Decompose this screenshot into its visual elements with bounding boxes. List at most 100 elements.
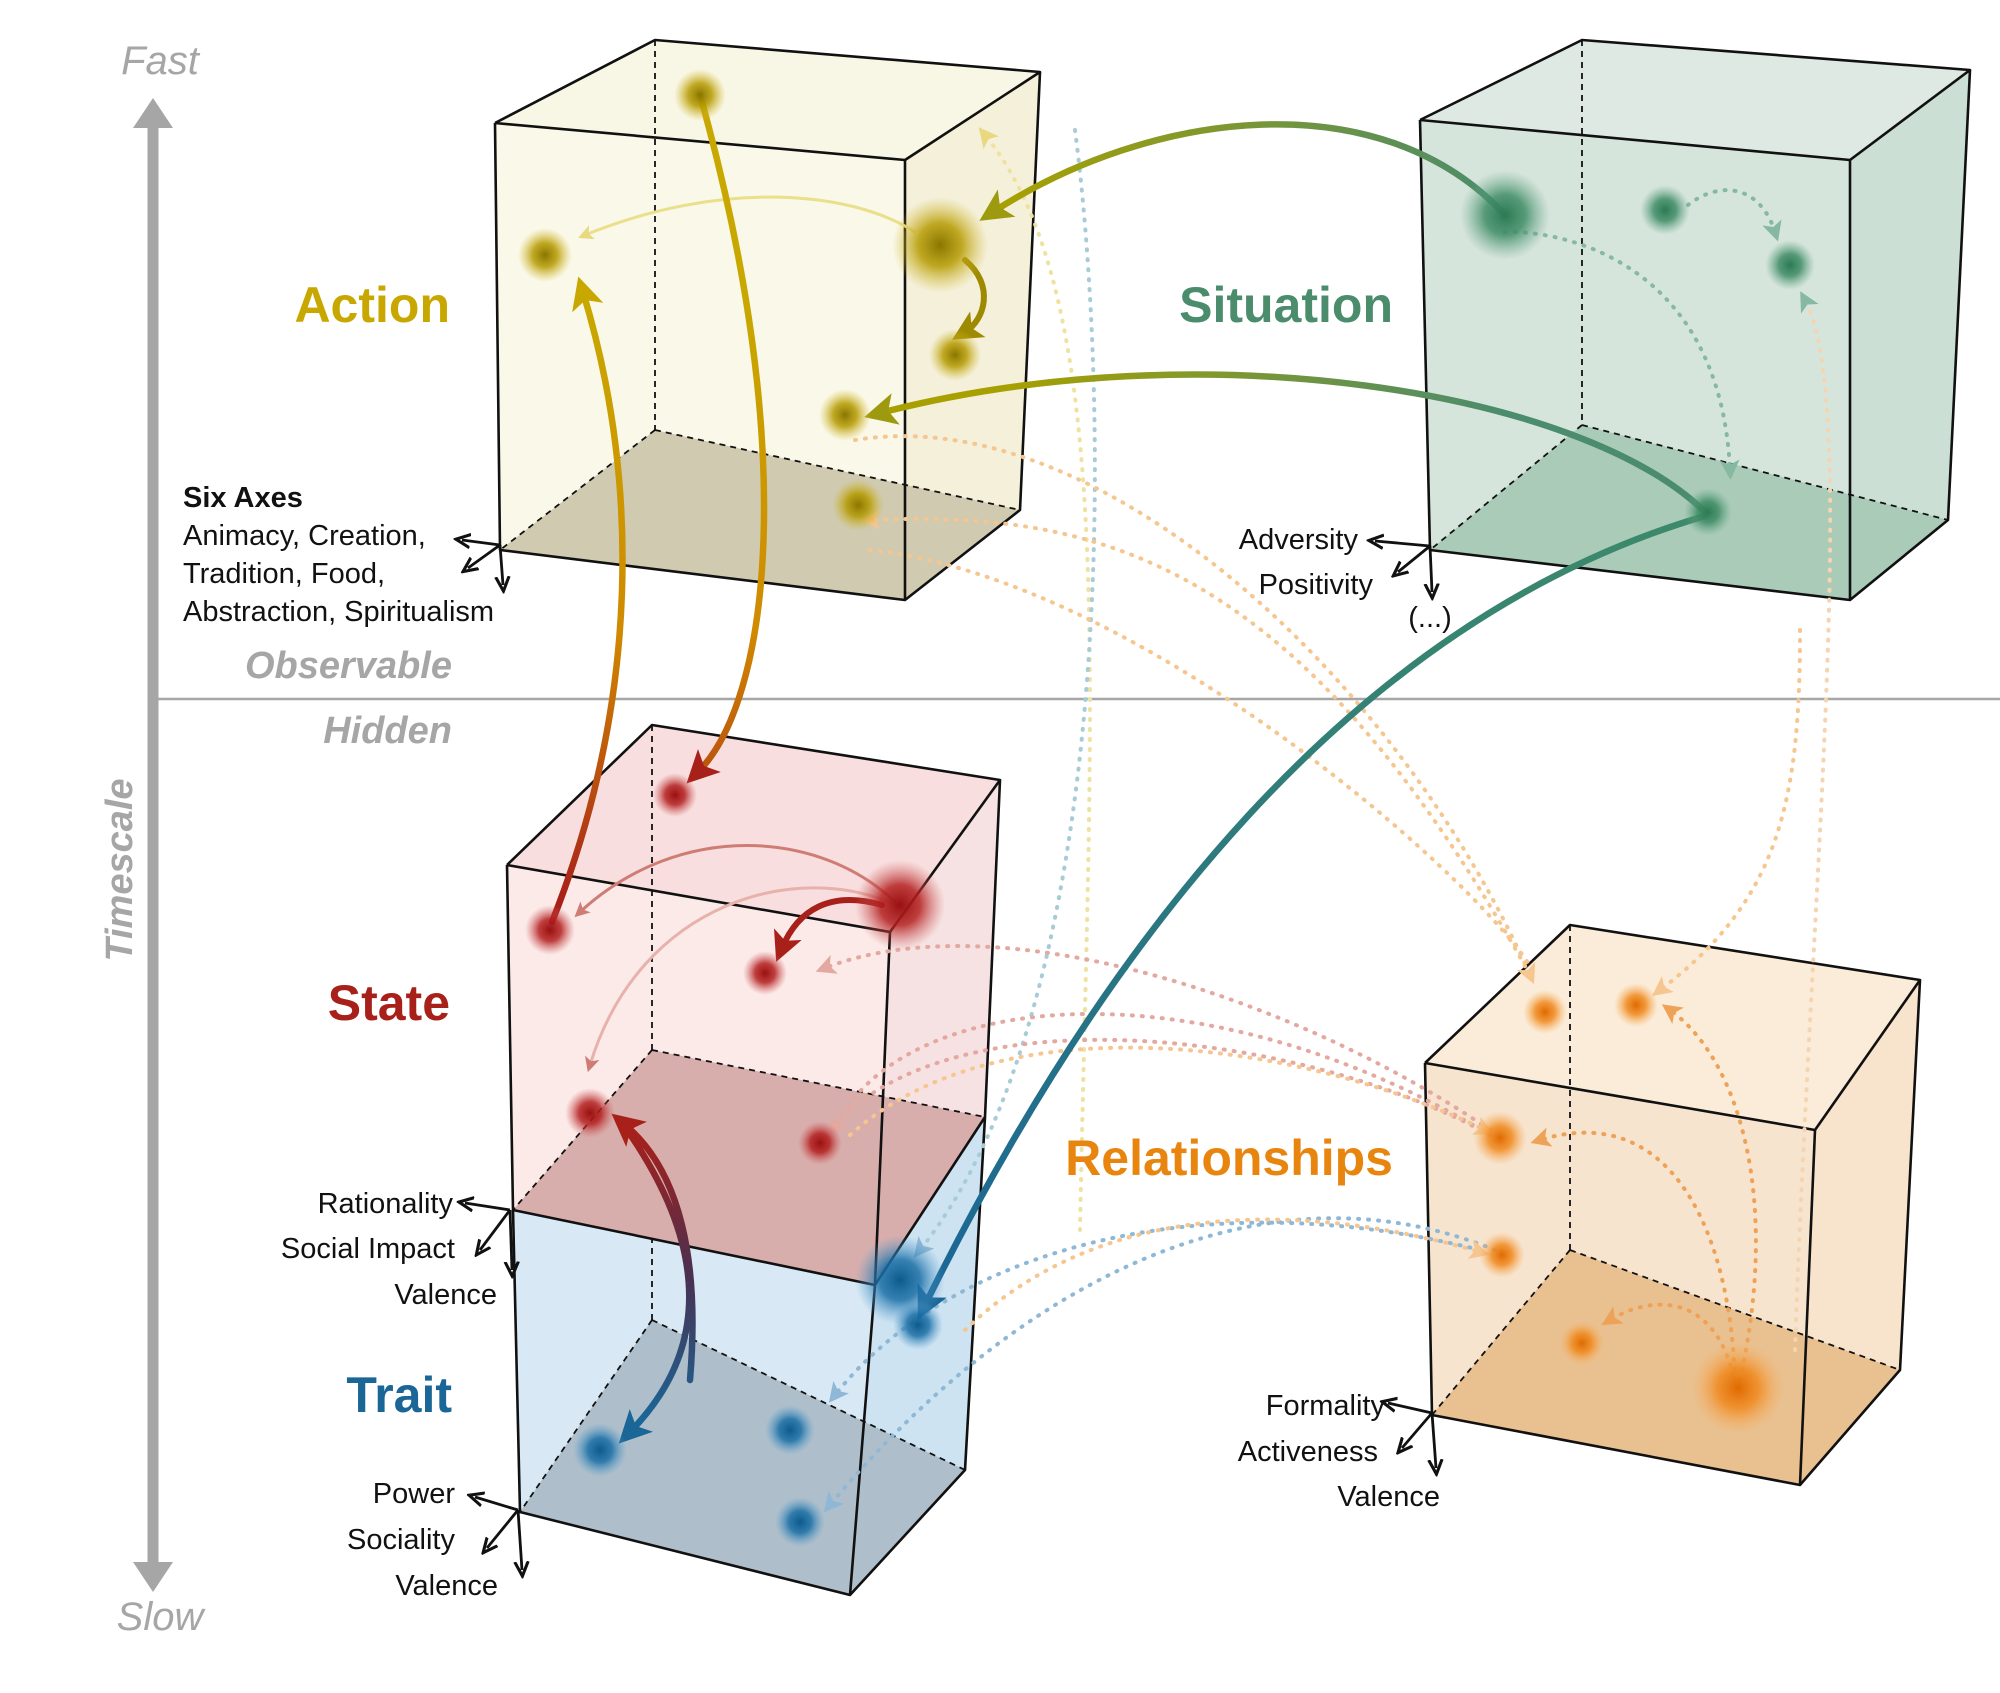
observable-label: Observable — [245, 645, 452, 687]
action-dot — [832, 479, 884, 531]
action-axes-line-2: Tradition, Food, — [183, 558, 385, 590]
timescale-label: Timescale — [99, 778, 141, 961]
state-hidden-edges — [512, 725, 986, 1211]
situation-axis-label: Adversity — [1239, 524, 1359, 556]
state-axes: Rationality Social Impact Valence — [281, 1188, 512, 1311]
action-hidden-edges — [499, 40, 1021, 551]
trait-dot — [775, 1497, 825, 1547]
relationships-axis-label: Valence — [1337, 1481, 1440, 1513]
situation-dot — [1640, 185, 1690, 235]
trait-dot — [573, 1423, 627, 1477]
relationships-dot — [1614, 983, 1658, 1027]
relationships-to-state-dotted-arrow-2 — [828, 1037, 1492, 1137]
state-dot-large — [855, 860, 945, 950]
trait-axis-label: Sociality — [347, 1524, 455, 1556]
state-dot — [565, 1088, 615, 1138]
state-dot — [525, 905, 575, 955]
trait-to-state-arrow — [611, 1113, 696, 1384]
situation-hidden-edges — [1429, 40, 1949, 551]
hidden-label: Hidden — [323, 710, 452, 752]
trait-dot — [765, 1405, 815, 1455]
relationships-dot — [1560, 1321, 1604, 1365]
situation-dots — [1460, 170, 1815, 536]
relationships-to-trait-dotted-arrow-2 — [823, 1216, 1497, 1513]
action-axes-heading: Six Axes — [183, 482, 303, 514]
situation-to-action-arrow-2 — [864, 371, 1709, 516]
relationships-internal-arrow-1 — [1530, 1127, 1737, 1382]
relationships-dot — [1479, 1232, 1525, 1278]
situation-axis-label: Positivity — [1259, 569, 1374, 601]
situation-axes: Adversity Positivity (...) — [1239, 524, 1452, 634]
action-box — [493, 38, 1042, 602]
relationships-to-trait-dotted-arrow-1 — [828, 1220, 1482, 1403]
relationships-dot-large — [1692, 1342, 1784, 1434]
situation-dot — [1684, 488, 1732, 536]
action-internal-arrow-light — [578, 195, 917, 240]
relationships-hidden-edges — [1431, 925, 1901, 1416]
situation-to-trait-arrow — [917, 512, 1709, 1320]
relationship-to-action-dotted-arrow — [978, 127, 1092, 1232]
state-box — [505, 723, 1002, 1287]
action-axes-line-3: Abstraction, Spiritualism — [183, 596, 494, 628]
timescale-axis: Fast Slow Timescale — [99, 39, 206, 1639]
observable-hidden-divider: Observable Hidden — [153, 645, 2000, 752]
action-dot — [929, 329, 981, 381]
relationships-title: Relationships — [1065, 1130, 1393, 1186]
trait-dot — [893, 1300, 943, 1350]
situation-dot-large — [1460, 170, 1550, 260]
trait-to-relationships-dotted-arrow — [963, 1217, 1490, 1332]
action-dot — [819, 389, 871, 441]
action-axes: Six Axes Animacy, Creation, Tradition, F… — [183, 482, 503, 628]
relationship-to-situation-dotted-arrow — [1793, 291, 1833, 1352]
relationships-to-state-dotted-arrow-3 — [830, 1011, 1492, 1138]
timescale-fast-label: Fast — [121, 39, 201, 83]
action-dot-large — [892, 197, 988, 293]
action-dot — [674, 69, 726, 121]
relationships-internal-arrow-2 — [1661, 1004, 1758, 1382]
relationships-axes: Formality Activeness Valence — [1238, 1390, 1440, 1513]
action-to-relationships-dotted-arrow-2 — [868, 548, 1537, 977]
situation-to-action-arrow-1 — [979, 121, 1509, 221]
trait-visible-edges — [511, 1116, 987, 1597]
situation-visible-edges — [1418, 38, 1972, 602]
state-dot — [798, 1121, 842, 1165]
trait-axis-label: Power — [373, 1478, 456, 1510]
situation-internal-arrow-2 — [1686, 188, 1782, 242]
action-title: Action — [294, 277, 450, 333]
timescale-up-arrow — [133, 98, 173, 128]
trait-axis-label: Valence — [395, 1570, 498, 1602]
situation-internal-arrow-1 — [1503, 229, 1740, 480]
relationships-dots — [1473, 983, 1784, 1434]
state-dot — [743, 951, 787, 995]
state-internal-arrow-1 — [574, 844, 897, 918]
trait-title: Trait — [346, 1367, 452, 1423]
trait-dots — [573, 1235, 945, 1547]
situation-to-trait-dotted-arrow — [913, 128, 1097, 1258]
situation-title: Situation — [1179, 277, 1393, 333]
timescale-slow-label: Slow — [117, 1595, 207, 1639]
relationships-axis-label: Formality — [1266, 1390, 1386, 1422]
action-dot — [518, 228, 572, 282]
state-axis-label: Rationality — [318, 1188, 454, 1220]
state-to-action-arrow — [548, 276, 626, 926]
state-internal-arrow-2 — [585, 886, 897, 1073]
relationships-dot — [1473, 1111, 1527, 1165]
state-title: State — [328, 975, 450, 1031]
relationships-dot — [1523, 990, 1567, 1034]
dotted-arrows — [815, 127, 1833, 1513]
relationships-box — [1423, 923, 1922, 1487]
situation-dot — [1765, 240, 1815, 290]
action-axes-line-1: Animacy, Creation, — [183, 520, 426, 552]
timescale-down-arrow — [133, 1562, 173, 1592]
situation-box — [1418, 38, 1972, 602]
state-dots — [525, 773, 945, 1165]
trait-axes: Power Sociality Valence — [347, 1478, 522, 1602]
action-to-relationships-dotted-arrow-1 — [853, 434, 1536, 985]
state-axis-label: Social Impact — [281, 1233, 455, 1265]
state-axis-label: Valence — [394, 1279, 497, 1311]
action-dots — [518, 69, 988, 531]
situation-to-relationships-dotted-arrow — [1652, 628, 1802, 997]
situation-axis-label: (...) — [1408, 602, 1452, 634]
action-to-state-arrow — [686, 91, 768, 784]
relationships-axis-label: Activeness — [1238, 1436, 1378, 1468]
